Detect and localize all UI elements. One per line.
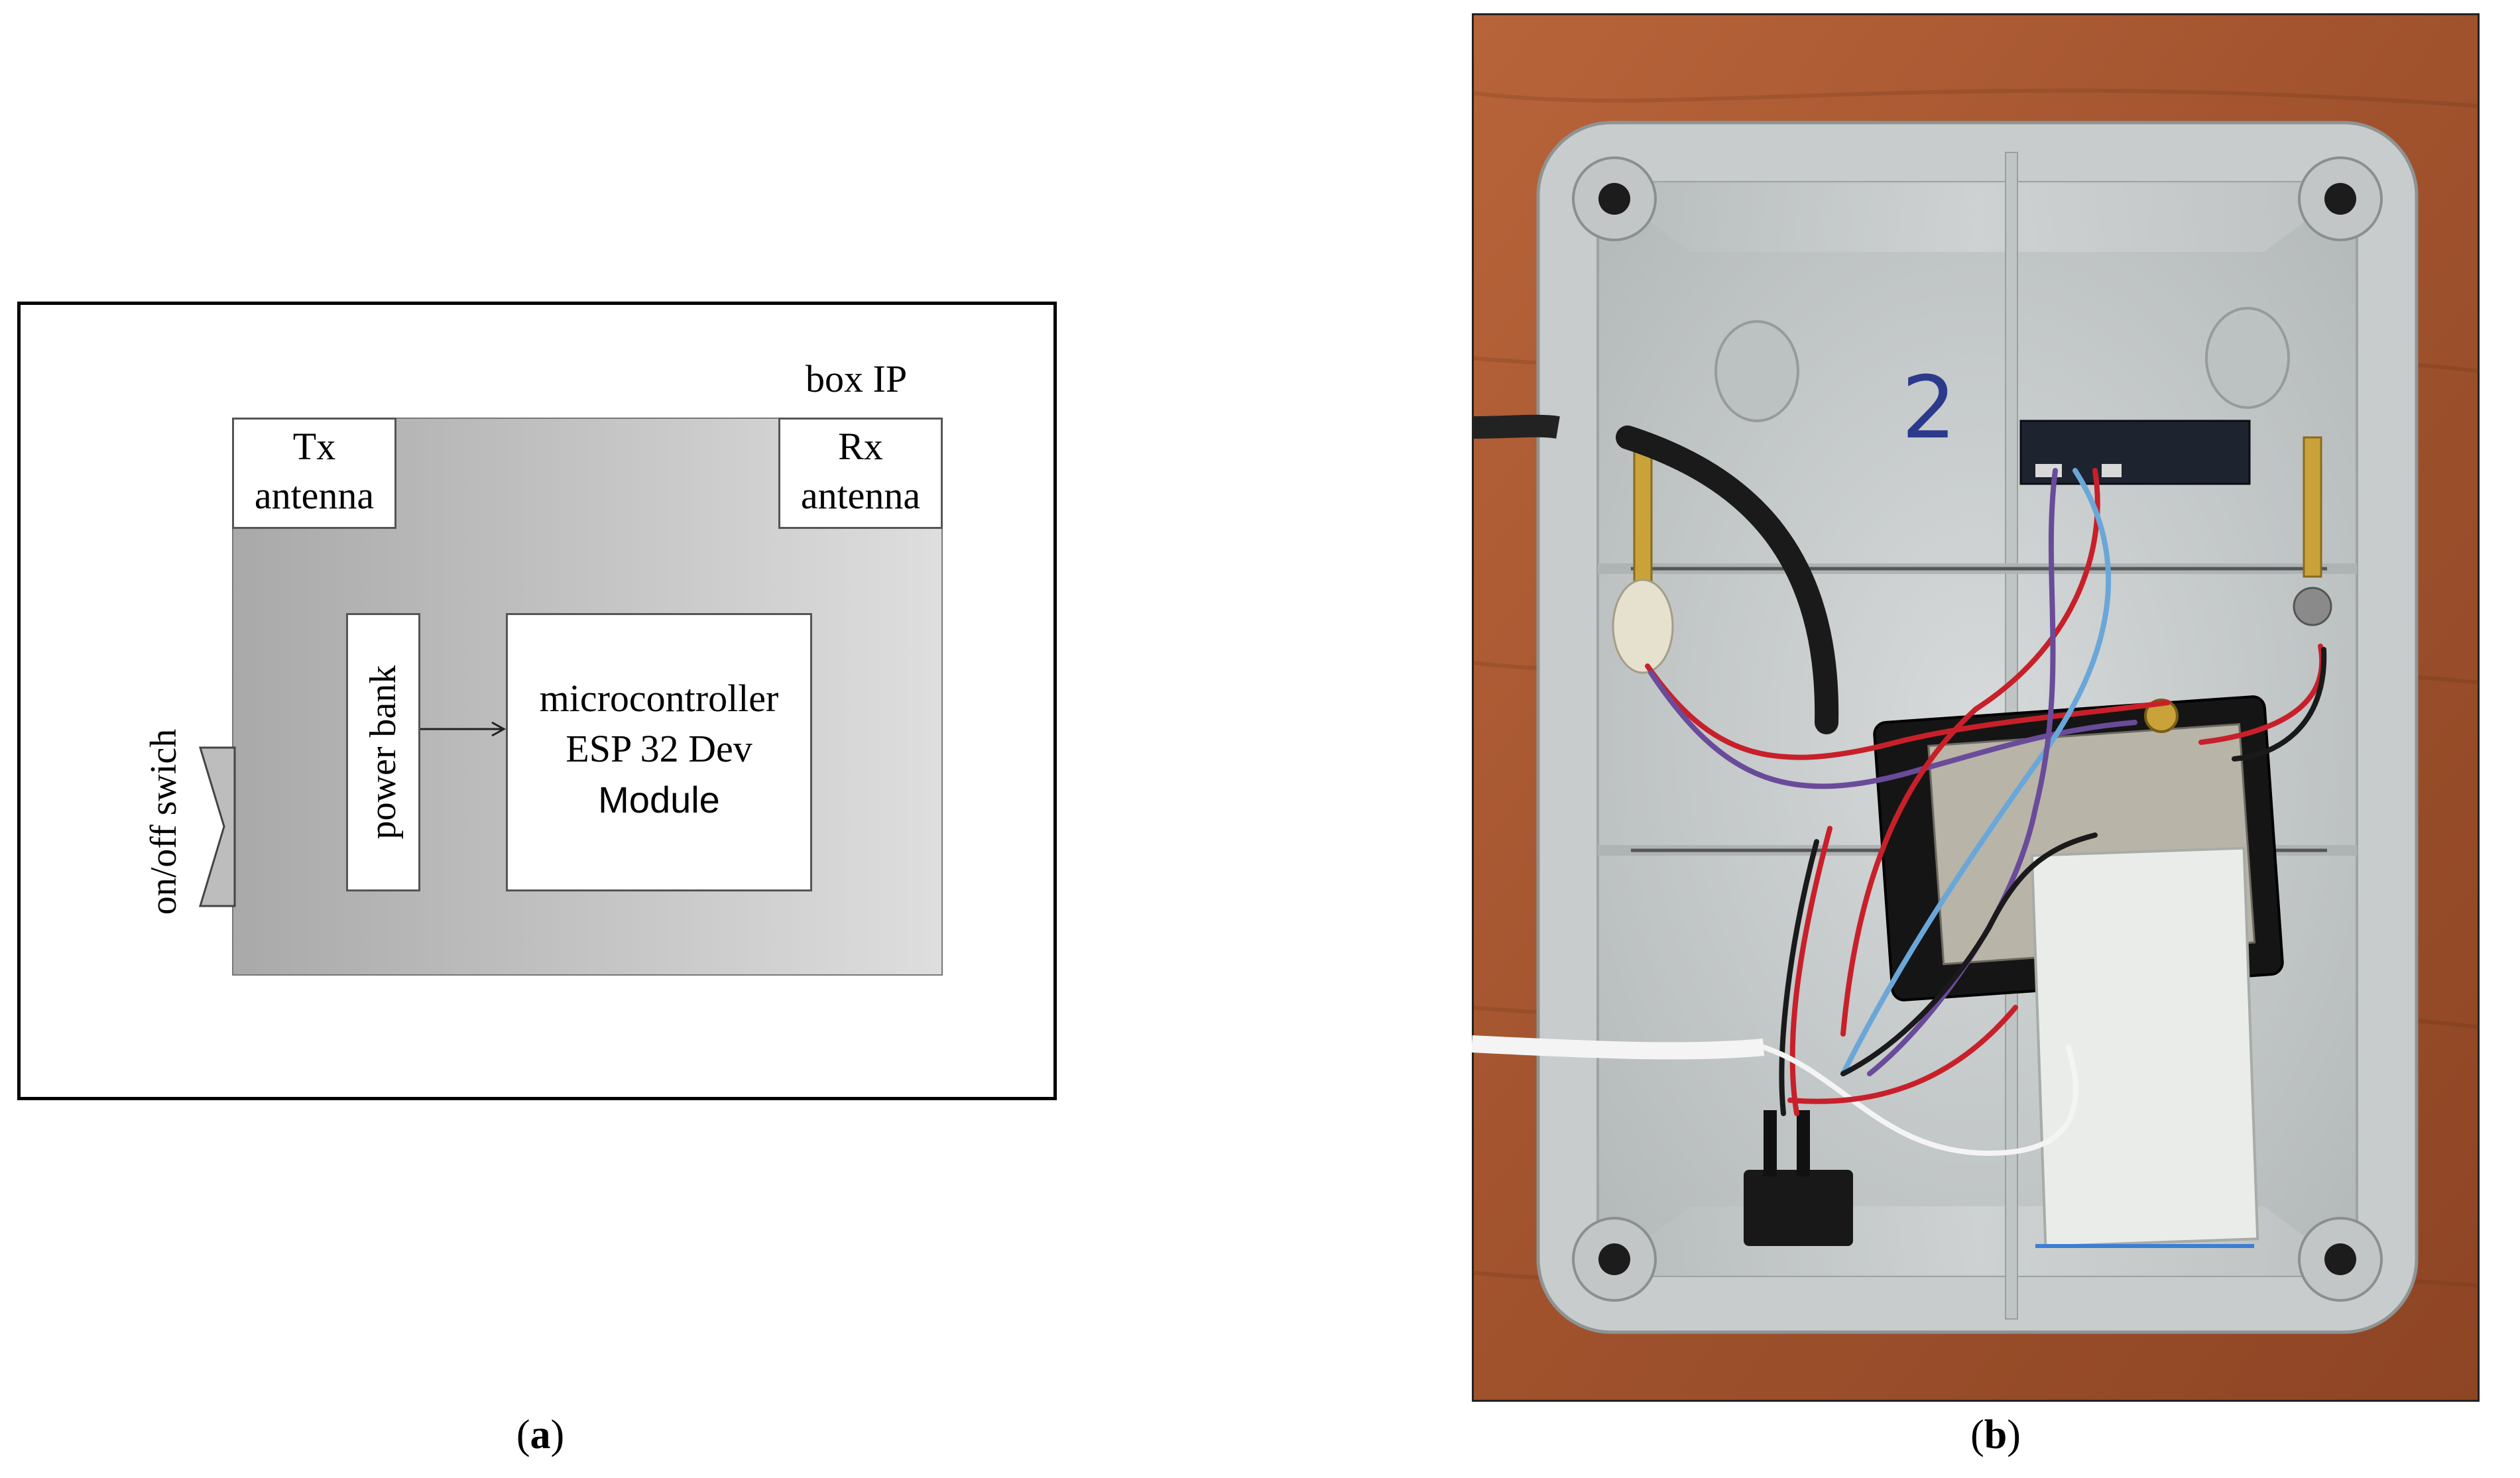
rx-antenna-label-1: Rx: [838, 425, 883, 468]
switch-label: on/off swich: [143, 728, 184, 915]
antenna-right: [2293, 436, 2332, 626]
tx-antenna-label-1: Tx: [292, 425, 336, 468]
antenna-left: [1612, 449, 1674, 674]
rx-antenna-label-2: antenna: [800, 474, 921, 517]
on-off-switch: [1744, 1170, 1853, 1246]
power-bank-label: power bank: [363, 665, 404, 840]
tx-antenna-box: [232, 418, 396, 529]
rx-antenna-box: [778, 418, 943, 529]
box-label: box IP: [806, 357, 908, 400]
microcontroller-label-2: ESP 32 Dev: [566, 727, 752, 770]
device-photo: 2: [1470, 11, 2482, 1404]
microcontroller-box: [506, 613, 812, 891]
switch-shape: [198, 746, 236, 907]
panel-a: box IP Tx antenna Rx antenna power bank …: [0, 0, 1087, 1478]
handwritten-number: 2: [1901, 357, 1956, 458]
power-arrow: [420, 721, 507, 737]
tx-antenna-label-2: antenna: [254, 474, 375, 517]
panel-b: 2: [1470, 11, 2482, 1457]
microcontroller-label-1: microcontroller: [539, 677, 779, 720]
caption-b: (b): [1970, 1412, 2021, 1457]
power-bank-box: [346, 613, 420, 891]
microcontroller-label-3: Module: [598, 779, 720, 821]
caption-a: (a): [516, 1412, 565, 1457]
power-bank: [2030, 846, 2259, 1248]
